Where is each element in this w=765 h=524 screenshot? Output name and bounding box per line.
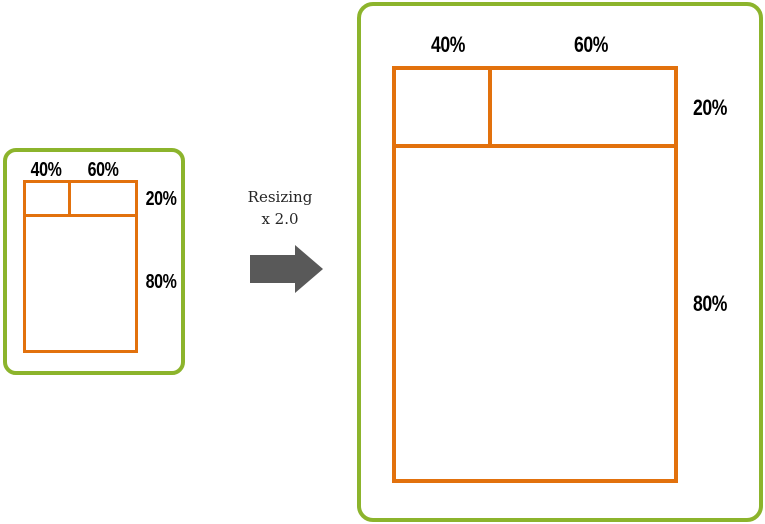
before-grid	[23, 180, 138, 353]
after-resize-frame	[357, 2, 763, 522]
before-row-label-80: 80%	[145, 271, 177, 293]
resize-caption: Resizing x 2.0	[230, 186, 330, 230]
resize-caption-line2: x 2.0	[261, 210, 299, 228]
after-col-label-40: 40%	[430, 32, 466, 57]
before-grid-cell-40	[26, 183, 71, 214]
before-grid-cell-60	[71, 183, 135, 214]
before-row-label-20: 20%	[145, 188, 177, 210]
after-grid	[392, 66, 678, 483]
right-arrow-icon	[250, 245, 323, 293]
before-grid-top-row	[26, 183, 135, 217]
arrow-head	[295, 245, 323, 293]
after-grid-top-row	[396, 70, 674, 148]
after-grid-cell-60	[492, 70, 674, 144]
after-row-label-80: 80%	[692, 291, 728, 316]
arrow-shaft	[250, 255, 297, 283]
after-grid-cell-40	[396, 70, 492, 144]
resize-caption-line1: Resizing	[247, 188, 313, 206]
before-col-label-60: 60%	[87, 159, 119, 181]
after-row-label-20: 20%	[692, 95, 728, 120]
after-col-label-60: 60%	[573, 32, 609, 57]
before-col-label-40: 40%	[30, 159, 62, 181]
before-resize-frame	[3, 148, 185, 375]
